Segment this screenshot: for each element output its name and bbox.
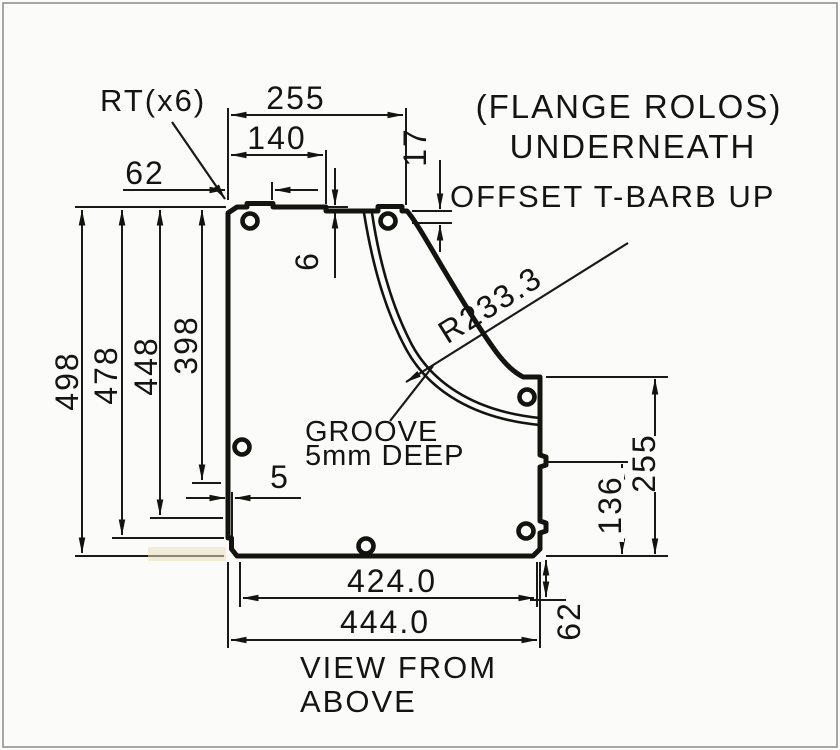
dim-top-width: 255 [266, 80, 325, 116]
dim-left-step: 5 [270, 459, 290, 495]
hole-top-left [240, 211, 260, 231]
part-outline [225, 201, 549, 559]
groove-note-line2: 5mm DEEP [305, 440, 464, 472]
dim-top-inner-width: 140 [247, 120, 306, 156]
dim-left-398: 398 [168, 315, 204, 374]
flange-note-line2: UNDERNEATH [510, 128, 757, 165]
radius-leader [405, 242, 629, 383]
dim-left-448: 448 [128, 336, 164, 395]
dim-bottom-right-offset: 62 [551, 601, 587, 641]
view-title-line2: ABOVE [300, 684, 417, 719]
dim-bottom-inner: 424.0 [347, 563, 437, 599]
dim-right-width: 255 [626, 433, 662, 492]
groove-leader [389, 365, 434, 422]
groove-note-line1: GROOVE [305, 416, 438, 448]
labels: RT(x6) (FLANGE ROLOS) UNDERNEATH OFFSET … [49, 80, 783, 719]
dim-bottom-total: 444.0 [340, 604, 430, 640]
rt-leader [171, 121, 226, 200]
hole-left-middle [232, 437, 252, 457]
hole-curve-right [517, 387, 537, 407]
flange-note-line1: (FLANGE ROLOS) [476, 88, 783, 125]
rt-callout: RT(x6) [100, 83, 206, 118]
dim-right-136: 136 [592, 475, 628, 534]
dim-edge-step: 6 [289, 251, 325, 271]
hole-bottom-middle [356, 536, 376, 556]
fixing-holes [232, 211, 537, 556]
scan-artifact [148, 547, 226, 561]
text-mask-136 [594, 468, 624, 542]
hole-bottom-right [516, 521, 536, 541]
dim-curve-drop: 17 [397, 127, 433, 167]
dim-left-478: 478 [88, 345, 124, 404]
offset-note: OFFSET T-BARB UP [450, 179, 775, 214]
groove-arc [362, 212, 541, 427]
dim-left-total: 498 [49, 351, 85, 410]
hole-top-middle [378, 211, 398, 231]
dim-top-left-offset: 62 [125, 155, 165, 191]
text-mask-255-right [628, 436, 658, 492]
view-title-line1: VIEW FROM [300, 650, 497, 685]
